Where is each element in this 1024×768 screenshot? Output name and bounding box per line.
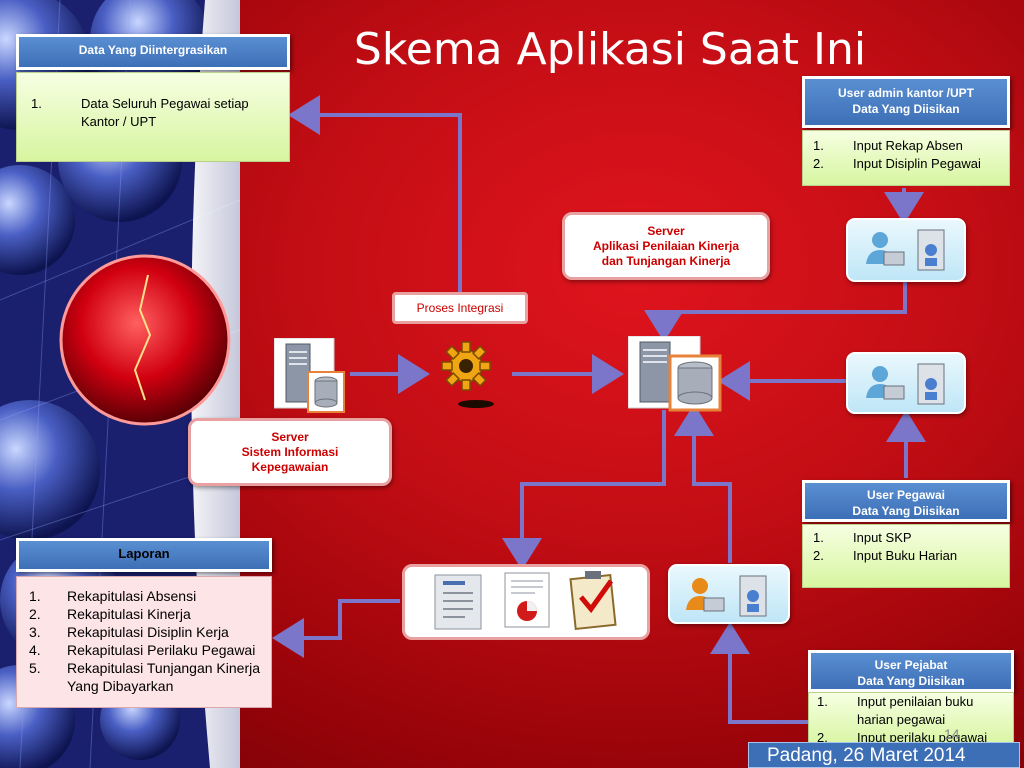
database-icon (314, 376, 338, 408)
arrow-usericon3-to-app (674, 404, 732, 563)
admin-body: 1. Input Rekap Absen 2. Input Disiplin P… (802, 130, 1010, 186)
footer-date: Padang, 26 Maret 2014 (748, 742, 1020, 768)
user-computer-icon (866, 229, 945, 271)
user-computer-icon (686, 575, 767, 617)
arrow-docs-to-laporan (272, 599, 400, 658)
list-item: 2. Input Buku Harian (813, 548, 958, 563)
pejabat-header: User Pejabat Data Yang Diisikan (808, 650, 1014, 692)
admin-header: User admin kantor /UPT Data Yang Diisika… (802, 76, 1010, 128)
gear-icon-group (436, 336, 508, 412)
pegawai-header: User Pegawai Data Yang Diisikan (802, 480, 1010, 522)
chart-document-icon (504, 572, 550, 628)
arrow-pejabat-to-usericon3 (710, 622, 808, 724)
arrow-app-to-docs (502, 410, 666, 570)
integrated-header: Data Yang Diintergrasikan (16, 34, 290, 70)
arrow-usericon-to-app (644, 282, 907, 342)
list-item: 5. Rekapitulasi Tunjangan Kinerja Yang D… (29, 660, 261, 694)
list-item: 3. Rekapitulasi Disiplin Kerja (29, 624, 229, 640)
list-item: 1. Rekapitulasi Absensi (29, 588, 197, 604)
report-documents (434, 571, 617, 631)
server-icon (273, 337, 345, 413)
arrow-proses-to-integrated (288, 95, 462, 292)
proses-integrasi-label: Proses Integrasi (392, 292, 528, 324)
checklist-icon (569, 571, 617, 631)
laporan-body: 1. Rekapitulasi Absensi 2. Rekapitulasi … (16, 576, 272, 708)
list-item: 2. Input Disiplin Pegawai (813, 156, 981, 171)
pegawai-body: 1. Input SKP 2. Input Buku Harian (802, 524, 1010, 588)
database-icon (677, 361, 713, 405)
server-app-icon-group (627, 335, 724, 412)
pejabat-body: 1. Input penilaian buku harian pegawai 2… (808, 692, 1014, 748)
laporan-header: Laporan (16, 538, 272, 572)
list-item: 1. Data Seluruh Pegawai setiap Kantor / … (31, 96, 249, 129)
document-icon (434, 574, 482, 630)
page-number: 14 (944, 726, 960, 742)
list-item: 1. Input Rekap Absen (813, 138, 963, 153)
list-item: 1. Input penilaian buku harian pegawai (817, 694, 974, 727)
server-sik-icon-group (273, 337, 346, 414)
user-admin-icon-box (846, 218, 966, 282)
server-sik-label: Server Sistem Informasi Kepegawaian (188, 418, 392, 486)
user-computer-icon (866, 363, 945, 405)
server-app-label: Server Aplikasi Penilaian Kinerja dan Tu… (562, 212, 770, 280)
list-item: 4. Rekapitulasi Perilaku Pegawai (29, 642, 256, 658)
list-item: 1. Input SKP (813, 530, 912, 545)
integrated-body: 1. Data Seluruh Pegawai setiap Kantor / … (16, 72, 290, 162)
integrated-header-text: Data Yang Diintergrasikan (78, 43, 228, 57)
user-pegawai-icon-box (846, 352, 966, 414)
reports-icon-box (402, 564, 650, 640)
gear-icon (441, 341, 494, 408)
user-pejabat-icon-box (668, 564, 790, 624)
list-item: 2. Input perilaku pegawai (817, 730, 988, 745)
server-icon (627, 335, 722, 412)
page-title: Skema Aplikasi Saat Ini (353, 24, 867, 75)
list-item: 2. Rekapitulasi Kinerja (29, 606, 191, 622)
